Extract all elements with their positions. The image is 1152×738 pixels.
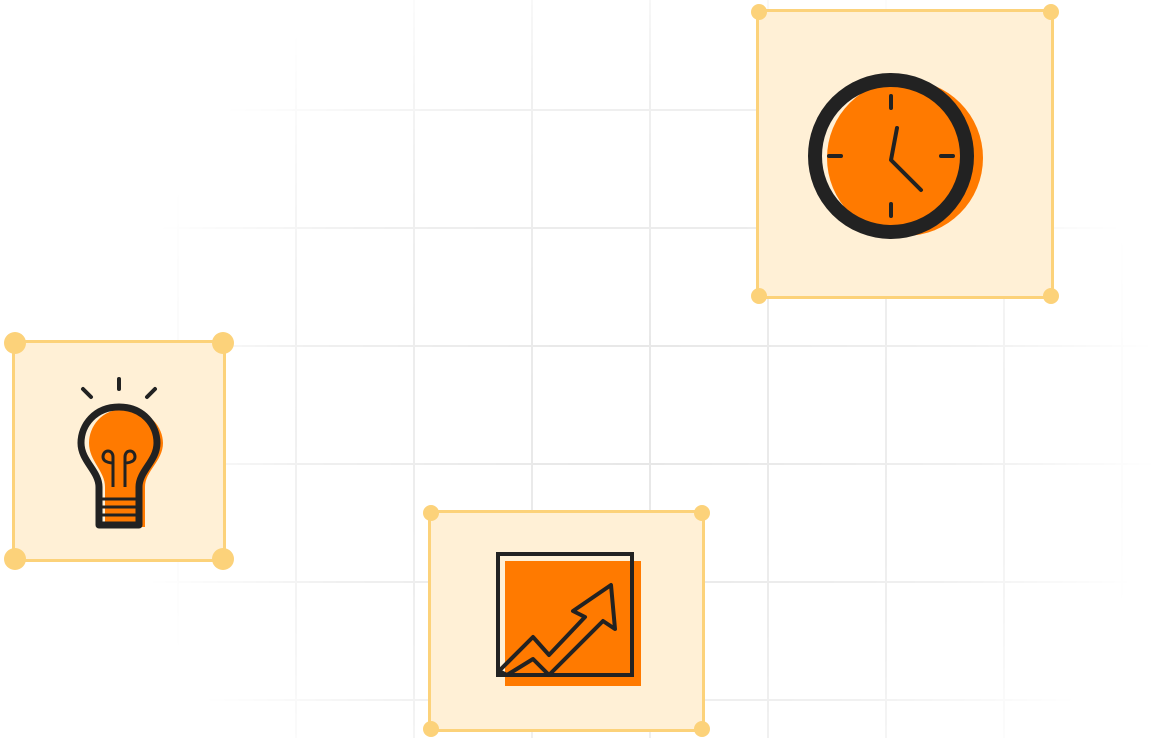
trending-up-chart-icon xyxy=(495,551,645,691)
clock-icon xyxy=(807,68,991,244)
resize-handle-bottom-left[interactable] xyxy=(4,548,26,570)
resize-handle-top-right[interactable] xyxy=(1043,4,1059,20)
resize-handle-top-left[interactable] xyxy=(423,505,439,521)
resize-handle-bottom-right[interactable] xyxy=(1043,288,1059,304)
resize-handle-top-left[interactable] xyxy=(4,332,26,354)
resize-handle-bottom-left[interactable] xyxy=(751,288,767,304)
resize-handle-top-left[interactable] xyxy=(751,4,767,20)
resize-handle-top-right[interactable] xyxy=(212,332,234,354)
resize-handle-bottom-right[interactable] xyxy=(694,721,710,737)
growth-chart-card[interactable] xyxy=(423,505,710,737)
lightbulb-icon xyxy=(75,375,171,535)
resize-handle-bottom-right[interactable] xyxy=(212,548,234,570)
resize-handle-bottom-left[interactable] xyxy=(423,721,439,737)
lightbulb-card[interactable] xyxy=(4,332,234,570)
resize-handle-top-right[interactable] xyxy=(694,505,710,521)
clock-card[interactable] xyxy=(751,4,1059,304)
